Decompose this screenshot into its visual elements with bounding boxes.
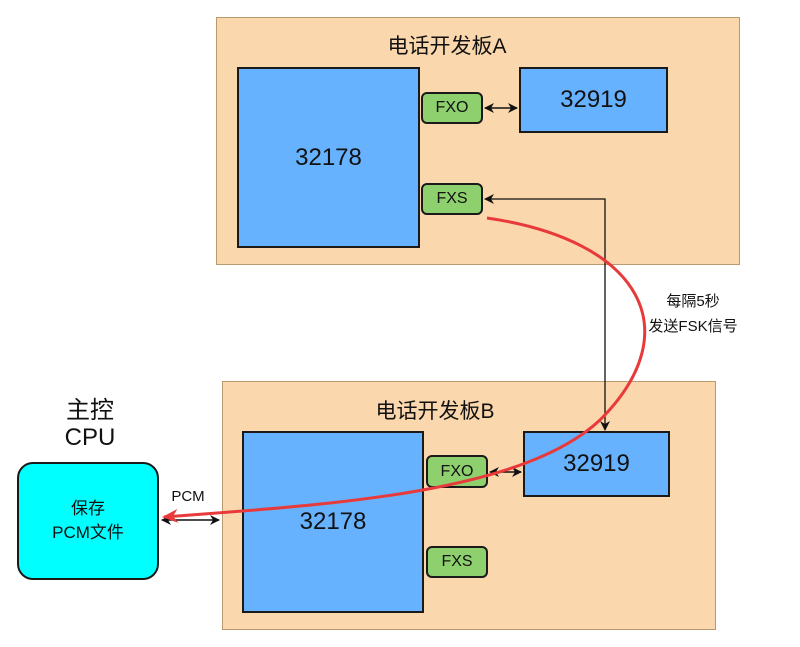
board-a-fxo-port: FXO <box>421 92 483 124</box>
host-cpu-box: 保存 PCM文件 <box>17 462 159 580</box>
host-title-line1: 主控 <box>66 397 114 424</box>
signal-note-line1: 每隔5秒 <box>666 293 720 310</box>
board-b-title: 电话开发板B <box>375 400 495 423</box>
board-b-fxs-port: FXS <box>426 546 488 578</box>
fxs-a-to-slic-b-link <box>484 194 610 431</box>
board-a-slic-chip: 32919 <box>519 67 668 133</box>
signal-note-line2: 发送FSK信号 <box>648 318 738 335</box>
fsk-signal-path <box>162 216 647 523</box>
host-box-line1: 保存 <box>71 499 105 518</box>
board-b-main-chip: 32178 <box>242 431 424 613</box>
board-b-slic-chip: 32919 <box>523 431 670 497</box>
host-box-line2: PCM文件 <box>52 523 124 542</box>
board-a-fxs-port: FXS <box>421 183 483 215</box>
host-title-line2: CPU <box>64 424 116 451</box>
pcm-label: PCM <box>171 488 205 505</box>
board-a-title: 电话开发板A <box>387 35 507 58</box>
board-a-main-chip: 32178 <box>237 67 420 248</box>
